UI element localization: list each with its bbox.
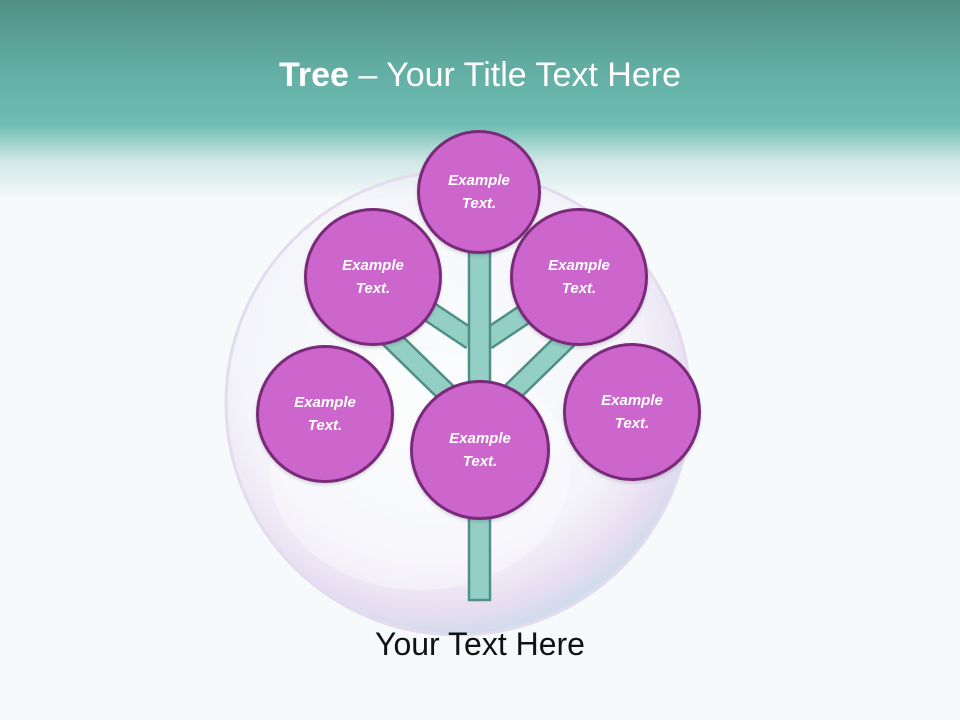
node-text-line1: Example: [449, 430, 511, 447]
node-text-line2: Text.: [461, 195, 497, 212]
footer-text: Your Text Here: [375, 626, 585, 662]
node-text-line1: Example: [342, 257, 404, 274]
node-text-line2: Text.: [307, 417, 343, 434]
node-text-line2: Text.: [462, 453, 498, 470]
title-rest: Your Title Text Here: [386, 56, 681, 94]
node-text-line1: Example: [601, 392, 663, 409]
node-text-line1: Example: [448, 172, 510, 189]
node-text-line1: Example: [548, 257, 610, 274]
node-text-line2: Text.: [561, 280, 597, 297]
node-text-line2: Text.: [614, 415, 650, 432]
title-bold: Tree: [279, 56, 349, 94]
slide-title: Tree – Your Title Text Here: [0, 52, 960, 98]
node-text-line1: Example: [294, 394, 356, 411]
title-separator: –: [348, 56, 387, 94]
node-text-line2: Text.: [355, 280, 391, 297]
